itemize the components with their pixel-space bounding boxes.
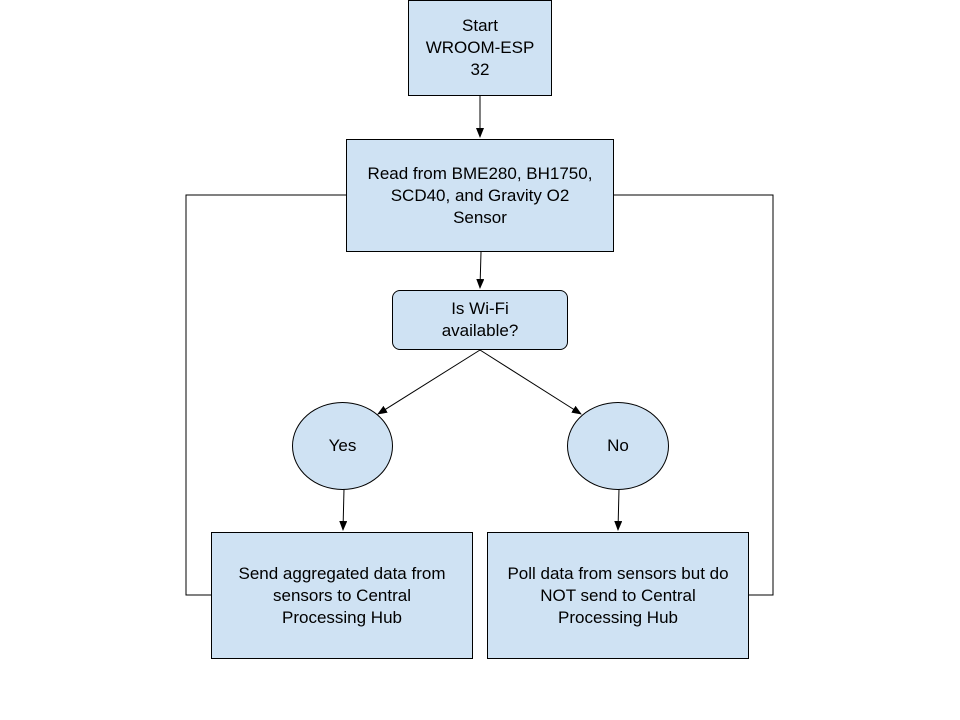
yes-node: Yes: [292, 402, 393, 490]
send-data-node-label: Send aggregated data from sensors to Cen…: [238, 563, 446, 627]
no-node: No: [567, 402, 669, 490]
start-node-label: Start WROOM-ESP 32: [425, 16, 535, 79]
send-data-node: Send aggregated data from sensors to Cen…: [211, 532, 473, 659]
start-node: Start WROOM-ESP 32: [408, 0, 552, 96]
wifi-decision-node-label: Is Wi-Fi available?: [441, 299, 519, 340]
edge-send-loop-to-read: [185, 194, 346, 596]
read-sensors-node: Read from BME280, BH1750, SCD40, and Gra…: [346, 139, 614, 252]
read-sensors-node-label: Read from BME280, BH1750, SCD40, and Gra…: [367, 163, 593, 227]
wifi-decision-node: Is Wi-Fi available?: [392, 290, 568, 350]
edge-poll-loop-to-read: [614, 194, 774, 596]
no-node-label: No: [607, 436, 629, 455]
edge-yes-to-send: [339, 488, 348, 531]
edge-no-to-poll: [614, 488, 623, 531]
edge-read-to-wifi: [476, 251, 485, 289]
edge-wifi-to-no: [479, 349, 582, 415]
yes-node-label: Yes: [328, 436, 357, 455]
edge-wifi-to-yes: [377, 349, 481, 415]
poll-data-node: Poll data from sensors but do NOT send t…: [487, 532, 749, 659]
poll-data-node-label: Poll data from sensors but do NOT send t…: [507, 563, 729, 627]
